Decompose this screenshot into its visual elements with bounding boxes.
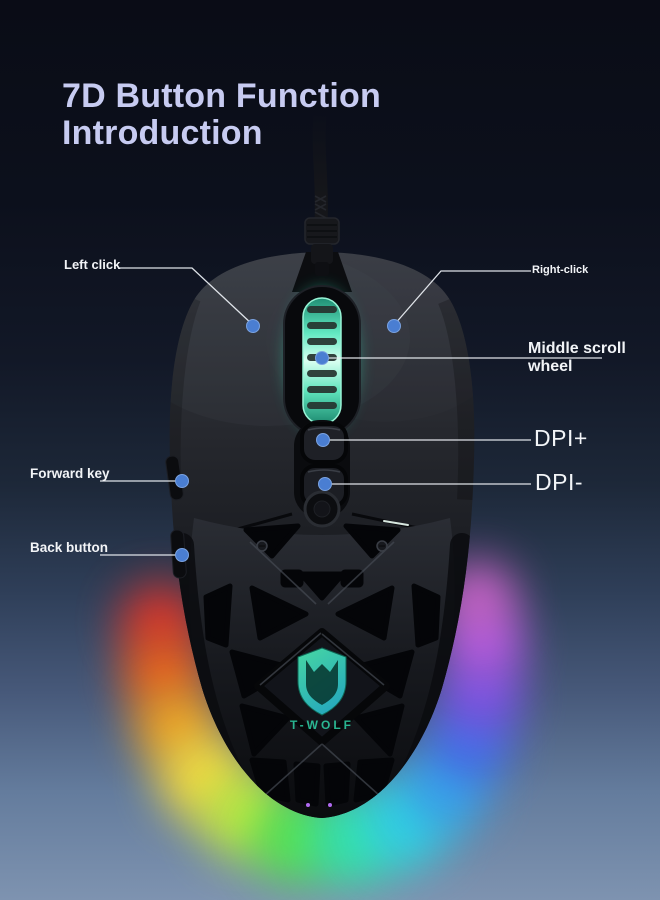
led-dot [306,803,310,807]
label-back-button: Back button [30,540,109,555]
honeycomb-shell: T-WOLF [189,518,455,818]
usb-cable [312,115,328,223]
scroll-wheel [283,285,361,437]
brand-logo-text: T-WOLF [290,718,354,732]
label-middle-scroll-wheel: Middle scroll wheel [528,340,626,376]
label-middle-scroll-wheel-line2: wheel [528,358,573,375]
label-right-click: Right-click [532,264,589,276]
cable-connector [304,217,340,276]
label-forward-key: Forward key [30,466,110,481]
dpi-plus-button [300,422,348,464]
led-dot [328,803,332,807]
page-title-line1: 7D Button Function [62,77,381,115]
page-title: 7D Button Function Introduction [62,78,381,152]
label-dpi-plus: DPI+ [534,425,588,451]
page-title-line2: Introduction [62,114,263,152]
back-side-button [170,529,187,579]
label-dpi-minus: DPI- [535,469,583,495]
sensor-emblem-core [313,500,331,518]
label-middle-scroll-wheel-line1: Middle scroll [528,340,626,357]
label-left-click: Left click [64,257,121,272]
brand-logo: T-WOLF [290,647,354,732]
screw [256,540,388,552]
